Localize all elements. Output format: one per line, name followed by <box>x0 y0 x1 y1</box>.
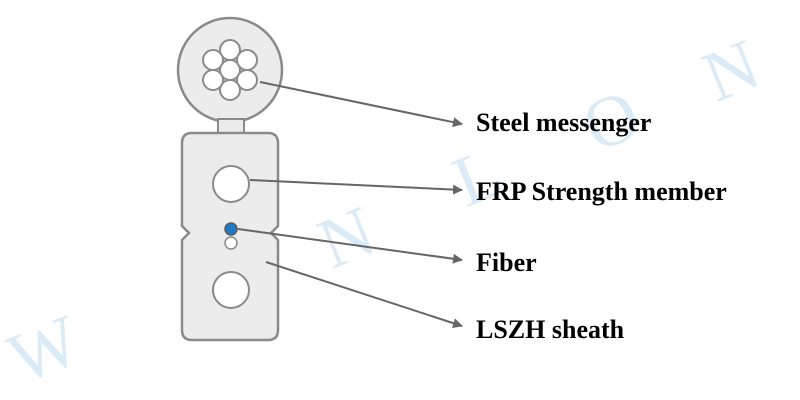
watermark: W A N L O N <box>0 24 770 400</box>
frp-strength-member-bottom <box>212 271 250 309</box>
steel-wire <box>202 69 224 91</box>
arrow-steel-messenger <box>259 81 463 128</box>
steel-wire <box>236 49 258 71</box>
steel-wires <box>202 39 258 101</box>
steel-wire <box>236 69 258 91</box>
arrow-lszh-sheath <box>265 261 463 328</box>
label-lszh-sheath: LSZH sheath <box>476 315 625 344</box>
label-steel-messenger: Steel messenger <box>476 108 652 137</box>
frp-strength-member-top <box>212 165 250 203</box>
steel-wire <box>202 49 224 71</box>
fiber-white <box>224 236 238 250</box>
arrow-frp-strength-member <box>249 179 463 195</box>
watermark-letter-w: W <box>0 300 91 400</box>
label-frp-strength-member: FRP Strength member <box>476 177 727 206</box>
steel-wire <box>219 39 241 61</box>
fiber-core <box>224 222 238 236</box>
watermark-letter-n: N <box>308 191 386 285</box>
arrow-fiber <box>237 228 463 264</box>
watermark-letter-n2: N <box>692 24 770 118</box>
leader-lines <box>237 81 463 328</box>
steel-wire <box>219 79 241 101</box>
label-fiber: Fiber <box>476 248 537 277</box>
